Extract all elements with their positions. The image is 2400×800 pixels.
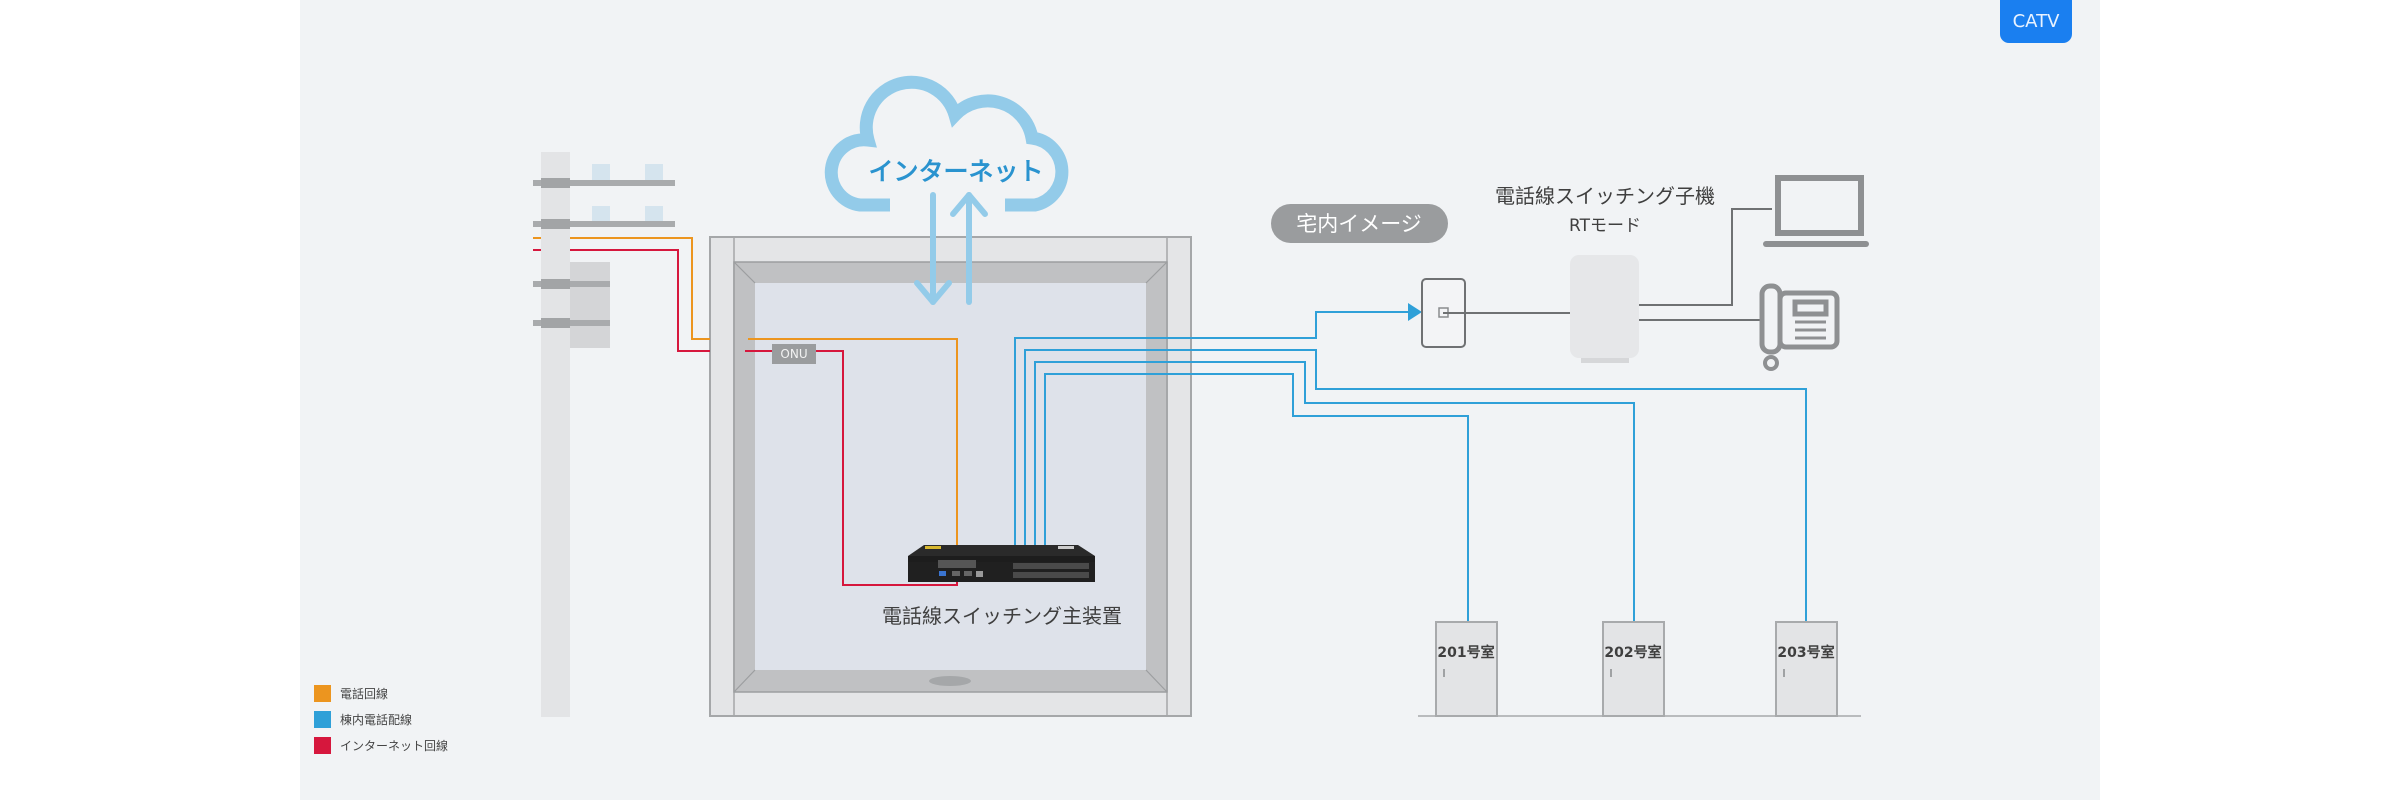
sub-unit-mode: RTモード [1569, 216, 1641, 236]
sub-unit-title: 電話線スイッチング子機 [1495, 184, 1715, 208]
laptop-icon [1763, 175, 1869, 247]
building-icon [709, 236, 1192, 717]
onu-device: ONU [772, 344, 816, 364]
room-label: 201号室 [1437, 644, 1494, 661]
legend-item-internal-wiring: 棟内電話配線 [314, 706, 448, 732]
telephone-icon [1759, 283, 1840, 371]
main-unit-label: 電話線スイッチング主装置 [882, 604, 1122, 628]
door-icon [1602, 621, 1665, 717]
legend-item-phone-line: 電話回線 [314, 680, 448, 706]
legend-label: 電話回線 [340, 686, 389, 701]
internal-wiring [1014, 311, 1807, 622]
legend-item-internet-line: インターネット回線 [314, 732, 448, 758]
legend-label: 棟内電話配線 [340, 712, 413, 727]
utility-pole-icon [533, 152, 675, 717]
door-icon [1775, 621, 1838, 717]
cloud-label: インターネット [868, 157, 1043, 186]
switch-unit-icon [908, 545, 1095, 582]
legend: 電話回線 棟内電話配線 インターネット回線 [314, 680, 448, 758]
room-label: 203号室 [1777, 644, 1834, 661]
onu-label: ONU [780, 347, 807, 361]
arrow-icon [1408, 303, 1422, 321]
home-image-badge: 宅内イメージ [1271, 204, 1448, 243]
home-badge-label: 宅内イメージ [1296, 212, 1422, 236]
legend-swatch [314, 684, 331, 702]
phone-line [533, 237, 958, 545]
legend-swatch [314, 710, 331, 728]
floor-drain-icon [929, 676, 971, 686]
door-icon [1435, 621, 1498, 717]
internet-arrows-icon [914, 192, 988, 305]
router-icon [1570, 255, 1639, 363]
room-label: 202号室 [1604, 644, 1661, 661]
legend-swatch [314, 736, 331, 754]
cloud-icon: インターネット [824, 75, 1069, 212]
catv-button[interactable]: CATV [2000, 0, 2072, 43]
legend-label: インターネット回線 [340, 738, 449, 753]
